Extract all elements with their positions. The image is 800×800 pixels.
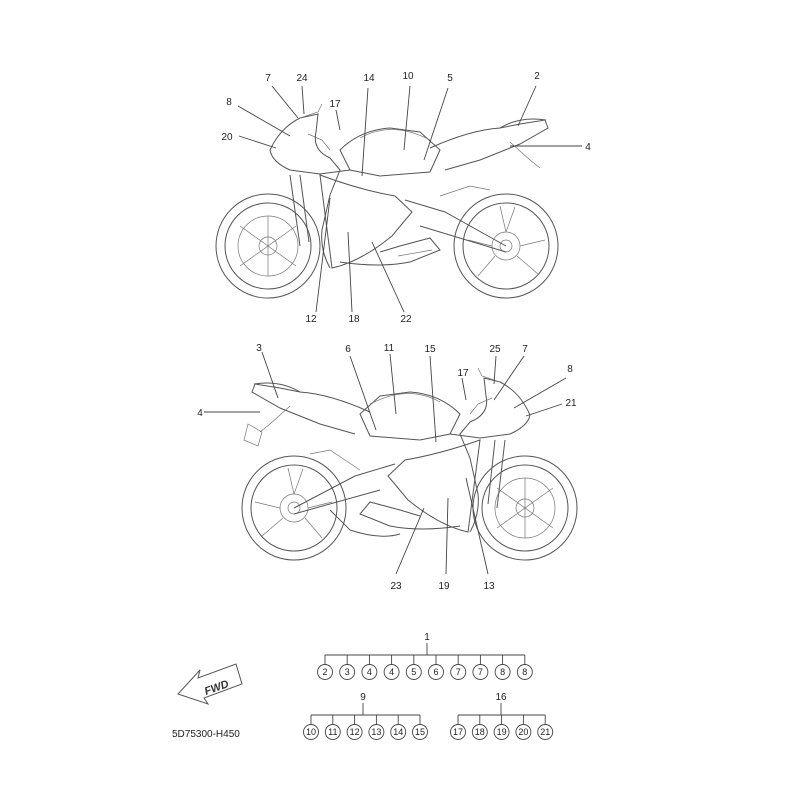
kit-member-label: 14 [393, 727, 403, 737]
callout-label: 13 [483, 581, 495, 592]
bottom-view-leader-lines [204, 351, 567, 575]
callout-label: 24 [296, 73, 308, 84]
kit-member-circle [405, 664, 422, 680]
kit-member-label: 20 [518, 727, 528, 737]
kit-member-circle [383, 664, 400, 680]
callout-label: 10 [402, 71, 414, 82]
top-view-leader-lines [237, 85, 582, 313]
kit-member-label: 4 [367, 667, 372, 677]
callout-label: 23 [390, 581, 402, 592]
callout-label: 18 [348, 314, 360, 325]
fwd-arrow-icon: FWD [177, 663, 243, 705]
kit-member-label: 11 [328, 727, 337, 737]
kit-member-circle [450, 724, 466, 740]
callout-label: 7 [265, 73, 271, 84]
kit-member-circle [493, 724, 510, 740]
callout-label: 5 [447, 73, 453, 84]
kit-group-number: 16 [495, 692, 507, 703]
kit-member-label: 18 [475, 727, 485, 737]
callout-label: 14 [363, 73, 375, 84]
kit-member-label: 4 [389, 667, 394, 677]
kit-member-label: 5 [411, 667, 416, 677]
kit-member-label: 2 [322, 667, 327, 677]
callout-label: 12 [305, 314, 317, 325]
callout-label: 22 [400, 314, 412, 325]
kit-member-circle [368, 724, 385, 740]
callout-label: 11 [384, 343, 395, 354]
kit-member-label: 7 [456, 667, 461, 677]
kit-member-circle [472, 664, 489, 680]
part-code: 5D75300-H450 [172, 729, 240, 740]
kit-group-number: 9 [360, 692, 366, 703]
kit-member-label: 15 [415, 727, 425, 737]
callout-label: 2 [534, 71, 540, 82]
callout-label: 3 [256, 343, 262, 354]
motorcycle-bottom-illustration [241, 367, 578, 561]
kit-member-label: 21 [540, 727, 550, 737]
kit-member-label: 8 [522, 667, 527, 677]
kit-member-label: 12 [350, 727, 360, 737]
kit-member-circle [471, 724, 488, 740]
kit-member-label: 19 [497, 727, 507, 737]
callout-label: 8 [226, 97, 232, 108]
kit-member-circle [450, 664, 467, 680]
callout-label: 15 [424, 344, 436, 355]
callout-label: 17 [329, 99, 341, 110]
kit-member-circle [303, 724, 319, 740]
callout-label: 8 [567, 364, 573, 375]
kit-member-label: 6 [433, 667, 438, 677]
kit-member-label: 3 [345, 667, 350, 677]
callout-label: 21 [565, 398, 577, 409]
kit-member-circle [516, 664, 533, 680]
kit-member-circle [537, 724, 554, 740]
callout-label: 6 [345, 344, 351, 355]
top-view-callouts: 7 24 14 10 5 2 8 17 20 4 12 18 22 [221, 71, 591, 325]
kit-member-circle [390, 724, 407, 740]
kit-member-circle [428, 664, 444, 680]
callout-label: 20 [221, 132, 233, 143]
kit-group-number: 1 [424, 632, 430, 643]
motorcycle-top-illustration [215, 103, 559, 299]
kit-member-label: 10 [306, 727, 316, 737]
kit-member-label: 17 [453, 727, 463, 737]
kit-member-circle [339, 664, 356, 680]
fwd-label: FWD [203, 678, 231, 698]
kit-member-circle [346, 724, 363, 740]
kit-member-label: 13 [371, 727, 381, 737]
callout-label: 17 [457, 368, 469, 379]
kit-member-circle [324, 724, 341, 740]
kit-member-circle [317, 664, 333, 680]
kit-member-circle [412, 724, 428, 740]
callout-label: 25 [489, 344, 501, 355]
kit-member-circle [494, 664, 511, 680]
callout-label: 4 [197, 408, 203, 419]
callout-label: 19 [438, 581, 450, 592]
kit-member-label: 7 [478, 667, 483, 677]
bottom-view-callouts: 3 6 11 15 25 7 8 17 4 21 23 19 13 [197, 343, 577, 592]
kit-member-label: 8 [500, 667, 505, 677]
kit-member-circle [361, 664, 378, 680]
callout-label: 4 [585, 142, 591, 153]
callout-label: 7 [522, 344, 528, 355]
kit-member-circle [515, 724, 532, 740]
